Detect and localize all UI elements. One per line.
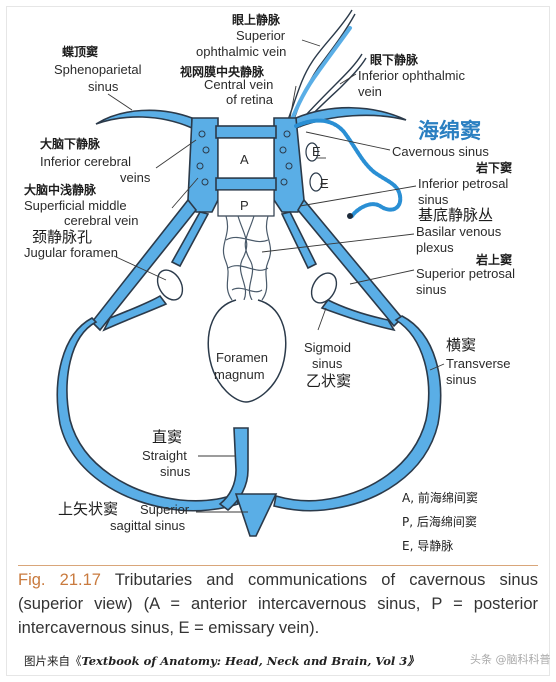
- label-central-retina-zh: 视网膜中央静脉: [180, 64, 265, 79]
- label-basilar-en-1: Basilar venous: [416, 224, 502, 239]
- label-transverse-en-2: sinus: [446, 372, 477, 387]
- label-inf-cerebral-en-2: veins: [120, 170, 151, 185]
- label-sup-sagittal-en-1: Superior: [140, 502, 190, 517]
- mark-e-lower: E: [320, 176, 329, 191]
- mark-p: P: [240, 198, 249, 213]
- foramen-magnum: [207, 299, 287, 403]
- caption-divider: [18, 565, 538, 566]
- label-cavernous-en: Cavernous sinus: [392, 144, 489, 159]
- label-sphenoparietal-en-2: sinus: [88, 79, 119, 94]
- label-sup-petrosal-en-1: Superior petrosal: [416, 266, 515, 281]
- label-inf-ophthalmic-zh: 眼下静脉: [370, 52, 419, 67]
- label-sup-sagittal-en-2: sagittal sinus: [110, 518, 186, 533]
- figure-caption: Fig. 21.17 Tributaries and communication…: [18, 568, 538, 640]
- legend: A, 前海绵间窦 P, 后海绵间窦 E, 导静脉: [402, 490, 478, 553]
- label-basilar-en-2: plexus: [416, 240, 454, 255]
- label-inf-ophthalmic-en-1: Inferior ophthalmic: [358, 68, 465, 83]
- source-credit: 图片来自《Textbook of Anatomy: Head, Neck and…: [24, 653, 544, 669]
- label-straight-zh: 直窦: [152, 428, 182, 446]
- legend-a: A, 前海绵间窦: [402, 490, 478, 505]
- caption-text: Tributaries and communications of cavern…: [18, 571, 539, 637]
- label-inf-ophthalmic-en-2: vein: [358, 84, 382, 99]
- source-book: Textbook of Anatomy: Head, Neck and Brai…: [81, 654, 419, 668]
- label-sphenoparietal-en-1: Sphenoparietal: [54, 62, 142, 77]
- label-inf-cerebral-zh: 大脑下静脉: [40, 136, 101, 151]
- straight-sinus: [218, 427, 249, 512]
- label-sup-sagittal-zh: 上矢状窦: [58, 500, 118, 518]
- label-jugular-zh: 颈静脉孔: [32, 228, 92, 246]
- label-central-retina-en-2: of retina: [226, 92, 274, 107]
- label-sigmoid-zh: 乙状窦: [306, 372, 351, 390]
- figure-number: Fig. 21.17: [18, 571, 101, 589]
- label-straight-en-1: Straight: [142, 448, 187, 463]
- label-sup-ophthalmic-zh: 眼上静脉: [232, 12, 281, 27]
- petrosal-sinuses: [90, 198, 404, 332]
- label-inf-cerebral-en-1: Inferior cerebral: [40, 154, 131, 169]
- superior-sagittal-sinus: [234, 493, 278, 537]
- cavernous-sinus-complex: [187, 117, 323, 217]
- label-sup-middle-en-1: Superficial middle: [24, 198, 127, 213]
- label-basilar-zh: 基底静脉丛: [418, 206, 493, 224]
- legend-p: P, 后海绵间窦: [402, 514, 477, 529]
- label-sigmoid-en-2: sinus: [312, 356, 343, 371]
- label-cavernous-zh: 海绵窦: [418, 119, 481, 143]
- label-inf-petrosal-en-2: sinus: [418, 192, 449, 207]
- legend-e: E, 导静脉: [402, 538, 453, 553]
- source-prefix: 图片来自《: [24, 654, 82, 668]
- watermark: 头条 @脑科科普: [470, 653, 551, 666]
- label-foramen-1: Foramen: [216, 350, 268, 365]
- mark-a: A: [240, 152, 249, 167]
- label-straight-en-2: sinus: [160, 464, 191, 479]
- label-sup-petrosal-zh: 岩上窦: [475, 252, 512, 267]
- mark-e-upper: E: [312, 144, 321, 159]
- label-sup-ophthalmic-en-1: Superior: [236, 28, 286, 43]
- label-pointers: [107, 39, 445, 513]
- label-sup-middle-zh: 大脑中浅静脉: [24, 182, 97, 197]
- basilar-venous-plexus: [222, 215, 272, 301]
- label-central-retina-en-1: Central vein: [204, 77, 273, 92]
- label-sup-middle-en-2: cerebral vein: [64, 213, 138, 228]
- label-jugular-en: Jugular foramen: [24, 245, 118, 260]
- diagram-labels: 眼上静脉 Superior ophthalmic vein 视网膜中央静脉 Ce…: [24, 12, 515, 533]
- sphenoparietal-sinus: [95, 106, 407, 130]
- label-sphenoparietal-zh: 蝶顶窦: [62, 44, 98, 59]
- label-sup-petrosal-en-2: sinus: [416, 282, 447, 297]
- label-inf-petrosal-en-1: Inferior petrosal: [418, 176, 508, 191]
- label-sigmoid-en-1: Sigmoid: [304, 340, 351, 355]
- label-transverse-zh: 横窦: [446, 336, 476, 354]
- label-foramen-2: magnum: [214, 367, 265, 382]
- transverse-sigmoid-sinuses: [56, 294, 442, 512]
- label-transverse-en-1: Transverse: [446, 356, 511, 371]
- pterygoid-plexus-connection: [294, 118, 403, 219]
- label-inf-petrosal-zh: 岩下窦: [475, 160, 512, 175]
- label-sup-ophthalmic-en-2: ophthalmic vein: [196, 44, 286, 59]
